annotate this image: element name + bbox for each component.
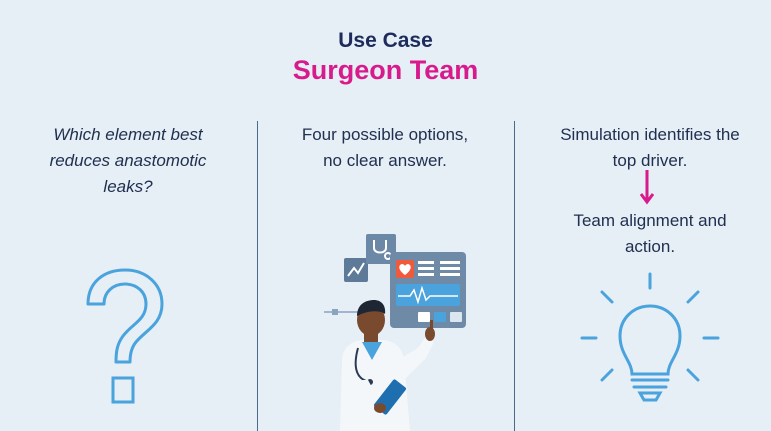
title-block: Use Case Surgeon Team <box>0 28 771 86</box>
options-text: Four possible options, no clear answer. <box>278 122 492 174</box>
simulation-line-1: Simulation identifies the <box>560 125 740 144</box>
alignment-line-1: Team alignment and <box>573 211 727 230</box>
alignment-text: Team alignment and action. <box>530 208 770 260</box>
page-title: Surgeon Team <box>292 55 479 85</box>
options-line-1: Four possible options, <box>301 125 469 144</box>
simulation-text: Simulation identifies the top driver. <box>530 122 770 174</box>
use-case-label: Use Case <box>338 29 433 52</box>
question-mark-icon <box>86 268 164 404</box>
arrow-down-icon <box>639 170 655 205</box>
alignment-line-2: action. <box>624 237 676 256</box>
question-line-1: Which element best <box>53 125 203 144</box>
question-line-2: reduces anastomotic <box>49 151 207 170</box>
column-divider-1 <box>257 121 258 431</box>
question-text: Which element best reduces anastomotic l… <box>28 122 228 200</box>
options-line-2: no clear answer. <box>323 151 447 170</box>
doctor-with-monitor-illustration <box>324 234 466 431</box>
question-line-3: leaks? <box>103 177 153 196</box>
column-divider-2 <box>514 121 515 431</box>
lightbulb-icon <box>580 272 720 402</box>
simulation-line-2: top driver. <box>612 151 688 170</box>
